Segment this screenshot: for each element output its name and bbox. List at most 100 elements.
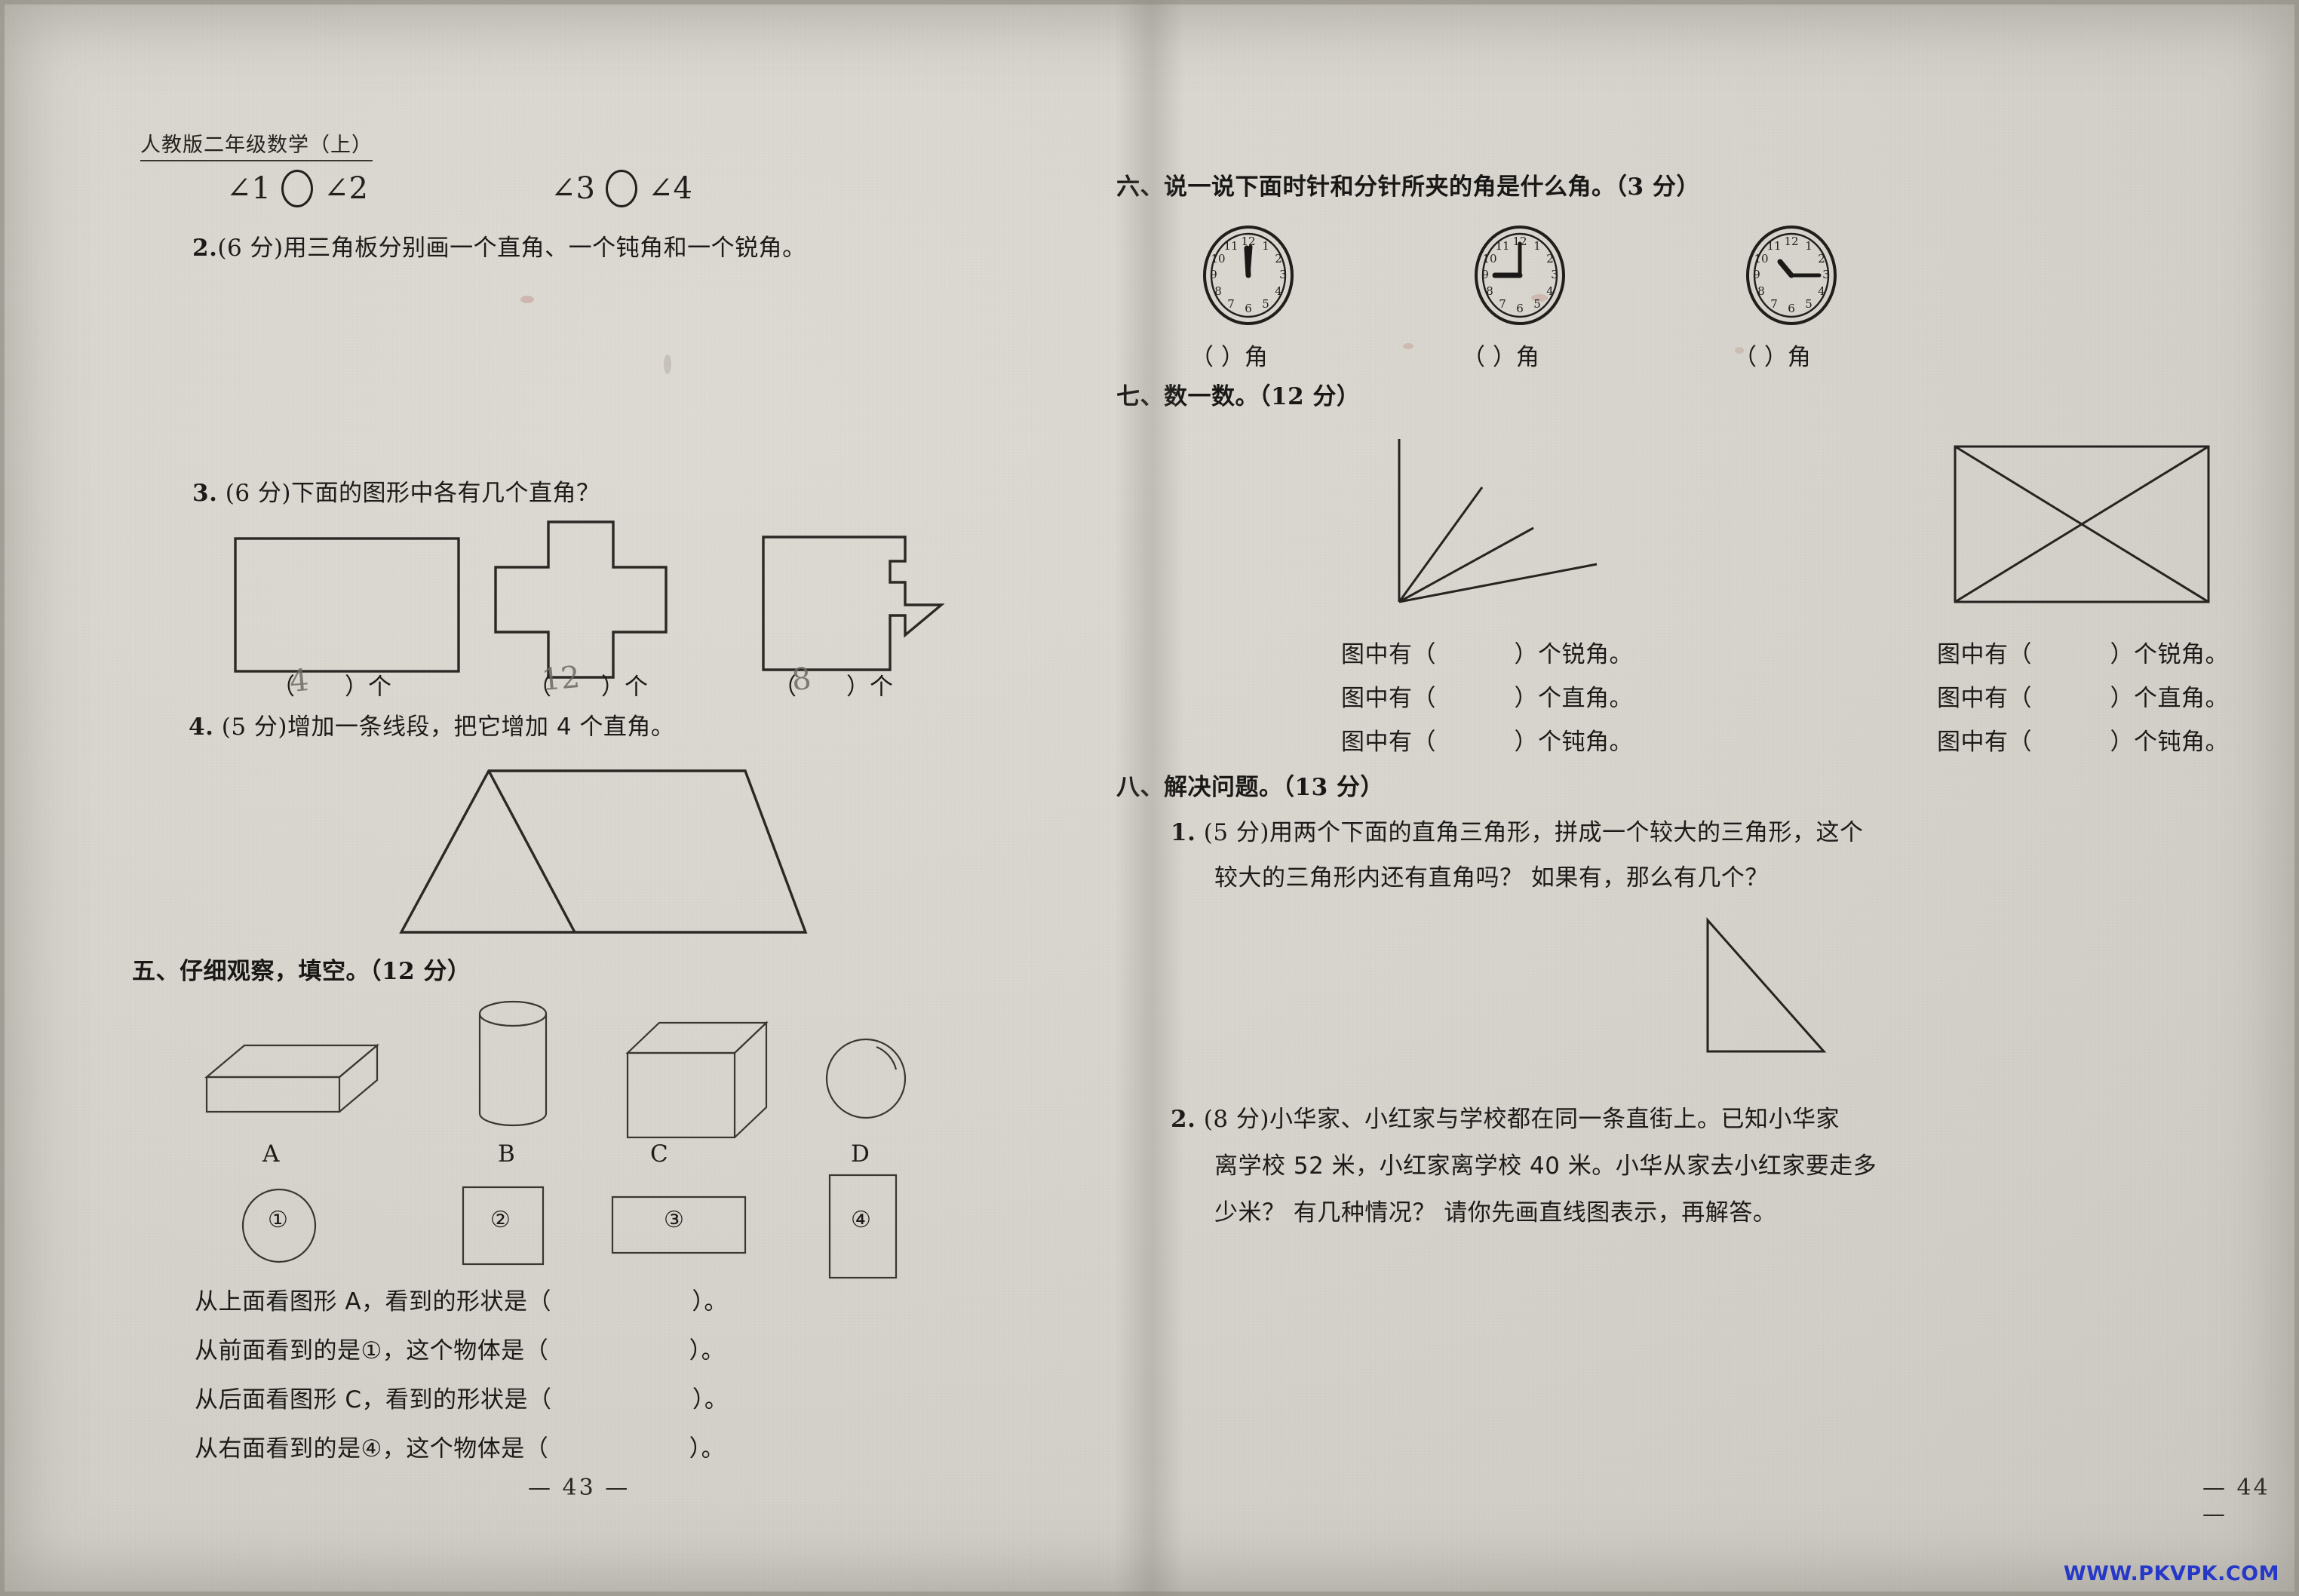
svg-text:9: 9 — [1481, 268, 1489, 281]
compare-circle-1[interactable] — [281, 170, 313, 207]
watermark: WWW.PKVPK.COM — [2063, 1562, 2279, 1585]
section-5-heading: 五、仔细观察，填空。（12 分） — [132, 952, 471, 986]
count-line-right-acute[interactable]: 图中有（ ）个锐角。 — [1937, 641, 2230, 668]
figure-right-triangle — [1706, 917, 1827, 1053]
view-label-4: ④ — [851, 1207, 871, 1233]
svg-text:4: 4 — [1818, 284, 1825, 298]
solid-label-D: D — [851, 1140, 870, 1168]
view-label-1: ① — [268, 1207, 288, 1233]
section-7-heading: 七、数一数。（12 分） — [1116, 377, 1360, 411]
handwritten-answer-3: 8 — [790, 661, 813, 698]
answer-paren-open: （ — [528, 674, 551, 701]
answer-paren-open: （ — [272, 674, 295, 701]
question-2: 2.(6 分)用三角板分别画一个直角、一个钝角和一个锐角。 — [192, 230, 806, 266]
question-2-text: 用三角板分别画一个直角、一个钝角和一个锐角。 — [283, 235, 806, 262]
clock-answer-3[interactable]: （ ）角 — [1733, 344, 1811, 371]
fill-line-1[interactable]: 从上面看图形 A，看到的形状是（ ）。 — [195, 1288, 728, 1315]
handwritten-answer-1: 4 — [288, 662, 311, 700]
svg-text:4: 4 — [1275, 284, 1282, 298]
section-6-title: 六、说一说下面时针和分针所夹的角是什么角。 — [1116, 173, 1616, 201]
question-3-number: 3. — [192, 480, 218, 507]
count-line-left-obtuse[interactable]: 图中有（ ）个钝角。 — [1341, 729, 1634, 756]
answer-blank-3[interactable]: （ ）个 — [773, 668, 893, 701]
svg-text:8: 8 — [1214, 284, 1222, 298]
section-8-question-1-line2: 较大的三角形内还有直角吗？ 如果有，那么有几个？ — [1214, 864, 1769, 892]
angle-3-label: ∠3 — [551, 171, 595, 206]
s8-q2-number: 2. — [1171, 1106, 1196, 1133]
svg-text:11: 11 — [1223, 239, 1238, 253]
answer-paren-open: （ — [773, 674, 797, 701]
count-line-right-obtuse[interactable]: 图中有（ ）个钝角。 — [1937, 729, 2230, 756]
figure-rectangle — [234, 537, 460, 673]
section-8-heading: 八、解决问题。（13 分） — [1116, 768, 1384, 802]
figure-trapezoid-triangle — [399, 769, 808, 934]
answer-blank-1[interactable]: （）个 — [272, 668, 391, 701]
clock-answer-1[interactable]: （ ）角 — [1190, 344, 1268, 371]
compare-circle-2[interactable] — [605, 170, 637, 207]
count-line-left-acute[interactable]: 图中有（ ）个锐角。 — [1341, 641, 1634, 668]
section-7-title: 七、数一数。 — [1116, 383, 1259, 410]
svg-text:12: 12 — [1512, 235, 1527, 248]
svg-text:11: 11 — [1495, 239, 1509, 253]
fill-line-4[interactable]: 从右面看到的是④，这个物体是（ ）。 — [195, 1435, 726, 1462]
svg-text:5: 5 — [1533, 297, 1541, 311]
view-shape-tall-rect — [828, 1174, 898, 1279]
solid-sphere — [825, 1038, 907, 1119]
question-3-text: 下面的图形中各有几个直角？ — [291, 480, 600, 507]
svg-text:1: 1 — [1533, 239, 1541, 253]
svg-text:6: 6 — [1245, 302, 1252, 315]
fill-line-3[interactable]: 从后面看图形 C，看到的形状是（ ）。 — [195, 1386, 729, 1413]
count-line-left-right[interactable]: 图中有（ ）个直角。 — [1341, 685, 1634, 712]
svg-text:10: 10 — [1211, 252, 1225, 265]
svg-text:7: 7 — [1499, 297, 1506, 311]
s8-q2-score: (8 分) — [1203, 1106, 1269, 1133]
answer-paren-close: ）个 — [601, 674, 648, 701]
section-5-score: （12 分） — [370, 958, 471, 985]
solid-cylinder — [478, 1000, 548, 1127]
angle-compare-pair-2: ∠3 ∠4 — [551, 170, 692, 207]
s8-q2-text-line1: 小华家、小红家与学校都在同一条直街上。已知小华家 — [1269, 1106, 1840, 1133]
view-shape-circle — [241, 1188, 317, 1263]
svg-text:6: 6 — [1788, 302, 1795, 315]
solid-label-A: A — [262, 1140, 280, 1168]
page-title: 人教版二年级数学（上） — [140, 128, 373, 161]
section-6-heading: 六、说一说下面时针和分针所夹的角是什么角。（3 分） — [1116, 167, 1700, 201]
solid-label-C: C — [650, 1140, 668, 1168]
svg-text:3: 3 — [1822, 268, 1830, 281]
question-3: 3. (6 分)下面的图形中各有几个直角？ — [192, 475, 600, 511]
s8-q1-number: 1. — [1171, 819, 1196, 846]
count-line-right-right[interactable]: 图中有（ ）个直角。 — [1937, 685, 2230, 712]
section-8-question-2-line2: 离学校 52 米，小红家离学校 40 米。小华从家去小红家要走多 — [1214, 1152, 1877, 1180]
left-page-number: — 43 — — [528, 1475, 631, 1501]
svg-text:2: 2 — [1275, 252, 1282, 265]
answer-blank-2[interactable]: （ ）个 — [528, 668, 648, 701]
answer-paren-close: ）个 — [846, 674, 893, 701]
fill-line-2[interactable]: 从前面看到的是①，这个物体是（ ）。 — [195, 1337, 726, 1364]
handwritten-answer-2: 12 — [540, 659, 582, 698]
svg-text:8: 8 — [1757, 284, 1765, 298]
svg-text:1: 1 — [1805, 239, 1812, 253]
view-label-2: ② — [490, 1207, 511, 1233]
clock-answer-2[interactable]: （ ）角 — [1462, 344, 1539, 371]
section-5-title: 五、仔细观察，填空。 — [132, 958, 370, 985]
left-page: 人教版二年级数学（上） ∠1 ∠2 ∠3 ∠4 2.(6 分)用三角板分别画一个… — [0, 0, 1131, 1596]
svg-text:10: 10 — [1754, 252, 1768, 265]
section-8-question-1-line1: 1. (5 分)用两个下面的直角三角形，拼成一个较大的三角形，这个 — [1171, 815, 1864, 851]
svg-text:9: 9 — [1210, 268, 1217, 281]
svg-text:7: 7 — [1770, 297, 1778, 311]
question-3-score: (6 分) — [225, 480, 291, 507]
svg-text:7: 7 — [1227, 297, 1235, 311]
figure-ray-fan — [1398, 439, 1598, 603]
solid-cube — [625, 1021, 769, 1139]
svg-text:5: 5 — [1805, 297, 1812, 311]
question-4: 4. (5 分)增加一条线段，把它增加 4 个直角。 — [189, 709, 674, 745]
solid-label-B: B — [498, 1140, 515, 1168]
angle-1-label: ∠1 — [226, 171, 271, 206]
angle-4-label: ∠4 — [647, 171, 692, 206]
svg-text:11: 11 — [1766, 239, 1781, 253]
svg-text:2: 2 — [1546, 252, 1554, 265]
section-8-question-2-line1: 2. (8 分)小华家、小红家与学校都在同一条直街上。已知小华家 — [1171, 1101, 1840, 1137]
